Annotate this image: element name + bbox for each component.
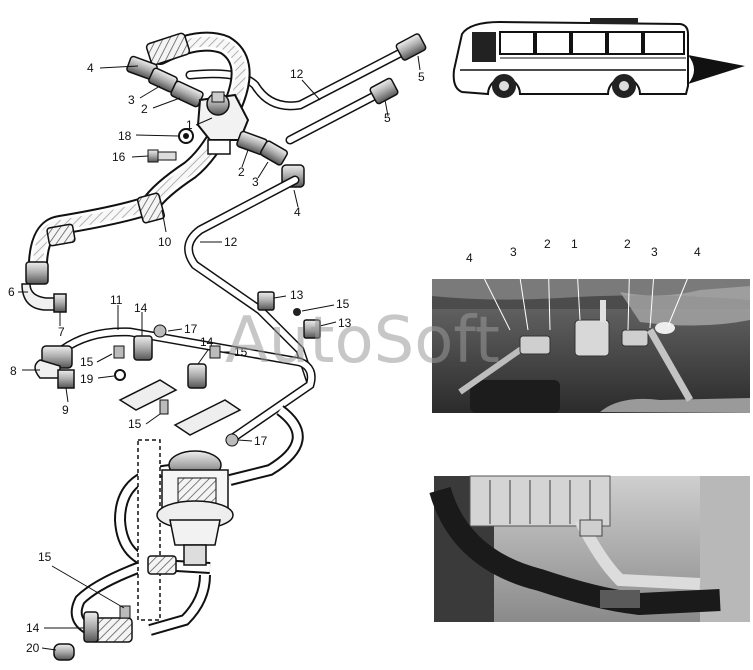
photo-label-1: 1	[571, 237, 578, 251]
label-10: 10	[158, 235, 172, 249]
clamp-14	[83, 611, 99, 643]
bolt-15	[159, 399, 169, 415]
label-1: 1	[186, 118, 193, 132]
label-17: 17	[184, 322, 198, 336]
label-11: 11	[110, 293, 123, 307]
washer-19	[114, 369, 126, 381]
fitting-2-3-4-right	[236, 130, 305, 188]
fitting-6-7	[21, 261, 67, 313]
photo-label-3: 3	[651, 245, 658, 259]
label-4: 4	[294, 205, 301, 219]
label-13: 13	[338, 316, 352, 330]
label-15: 15	[128, 417, 142, 431]
label-14: 14	[26, 621, 40, 635]
label-15: 15	[80, 355, 94, 369]
label-14: 14	[134, 301, 148, 315]
location-arrow-icon	[688, 55, 745, 84]
bus-icon	[452, 18, 745, 98]
label-4: 4	[87, 61, 94, 75]
nut-17	[225, 433, 239, 447]
photo-top-leaders	[475, 249, 697, 331]
leader-lines	[18, 55, 421, 651]
label-3: 3	[252, 175, 259, 189]
label-18: 18	[118, 129, 132, 143]
label-15: 15	[336, 297, 350, 311]
photo-label-2: 2	[624, 237, 631, 251]
label-14: 14	[200, 335, 214, 349]
label-16: 16	[112, 150, 126, 164]
photo-top-labels: 4 3 2 1 2 3 4	[466, 237, 701, 265]
label-2: 2	[141, 102, 148, 116]
fitting-4-3-2-top	[126, 55, 204, 108]
filter-assembly	[156, 450, 234, 566]
photo-label-4: 4	[466, 251, 473, 265]
label-7: 7	[58, 325, 65, 339]
clamp-13	[257, 291, 275, 311]
photo-label-3: 3	[510, 245, 517, 259]
label-9: 9	[62, 403, 69, 417]
clamp-14	[133, 335, 153, 361]
label-15: 15	[234, 345, 248, 359]
bracket	[118, 379, 178, 411]
bolt-16	[147, 149, 177, 163]
photo-label-2: 2	[544, 237, 551, 251]
label-2: 2	[238, 165, 245, 179]
label-13: 13	[290, 288, 304, 302]
hose-sleeve	[136, 192, 166, 224]
label-19: 19	[80, 372, 94, 386]
mount-post	[137, 439, 161, 621]
nut-17	[153, 324, 167, 338]
label-12: 12	[224, 235, 238, 249]
label-17: 17	[254, 434, 268, 448]
fitting-8-9	[34, 345, 75, 389]
label-8: 8	[10, 364, 17, 378]
clamp-14	[187, 363, 207, 389]
bracket	[173, 399, 242, 436]
pipe-12-upper	[185, 43, 415, 145]
braided-hose-top	[28, 31, 251, 272]
label-5: 5	[418, 70, 425, 84]
label-3: 3	[128, 93, 135, 107]
fitting-5-top	[369, 33, 427, 105]
photo-bottom	[429, 475, 750, 622]
label-6: 6	[8, 285, 15, 299]
photo-label-4: 4	[694, 245, 701, 259]
label-5: 5	[384, 111, 391, 125]
pipe-12-lower	[184, 175, 315, 385]
label-15: 15	[38, 550, 52, 564]
clamp-13	[303, 319, 321, 339]
screw-15	[293, 308, 301, 316]
hose-sleeve	[145, 32, 191, 66]
photo-top	[432, 279, 750, 413]
label-20: 20	[26, 641, 40, 655]
cap-20	[53, 643, 75, 661]
watermark: AutoSoft	[225, 304, 500, 378]
part-labels: 4 3 2 1 18 16 12 5 5 2 3 4 10 12 6 7 11 …	[8, 61, 425, 655]
label-12: 12	[290, 67, 304, 81]
hose-sleeve	[46, 223, 76, 247]
bolt-15	[113, 345, 125, 359]
bolt-15	[119, 605, 131, 619]
hose-sleeve	[147, 555, 177, 575]
